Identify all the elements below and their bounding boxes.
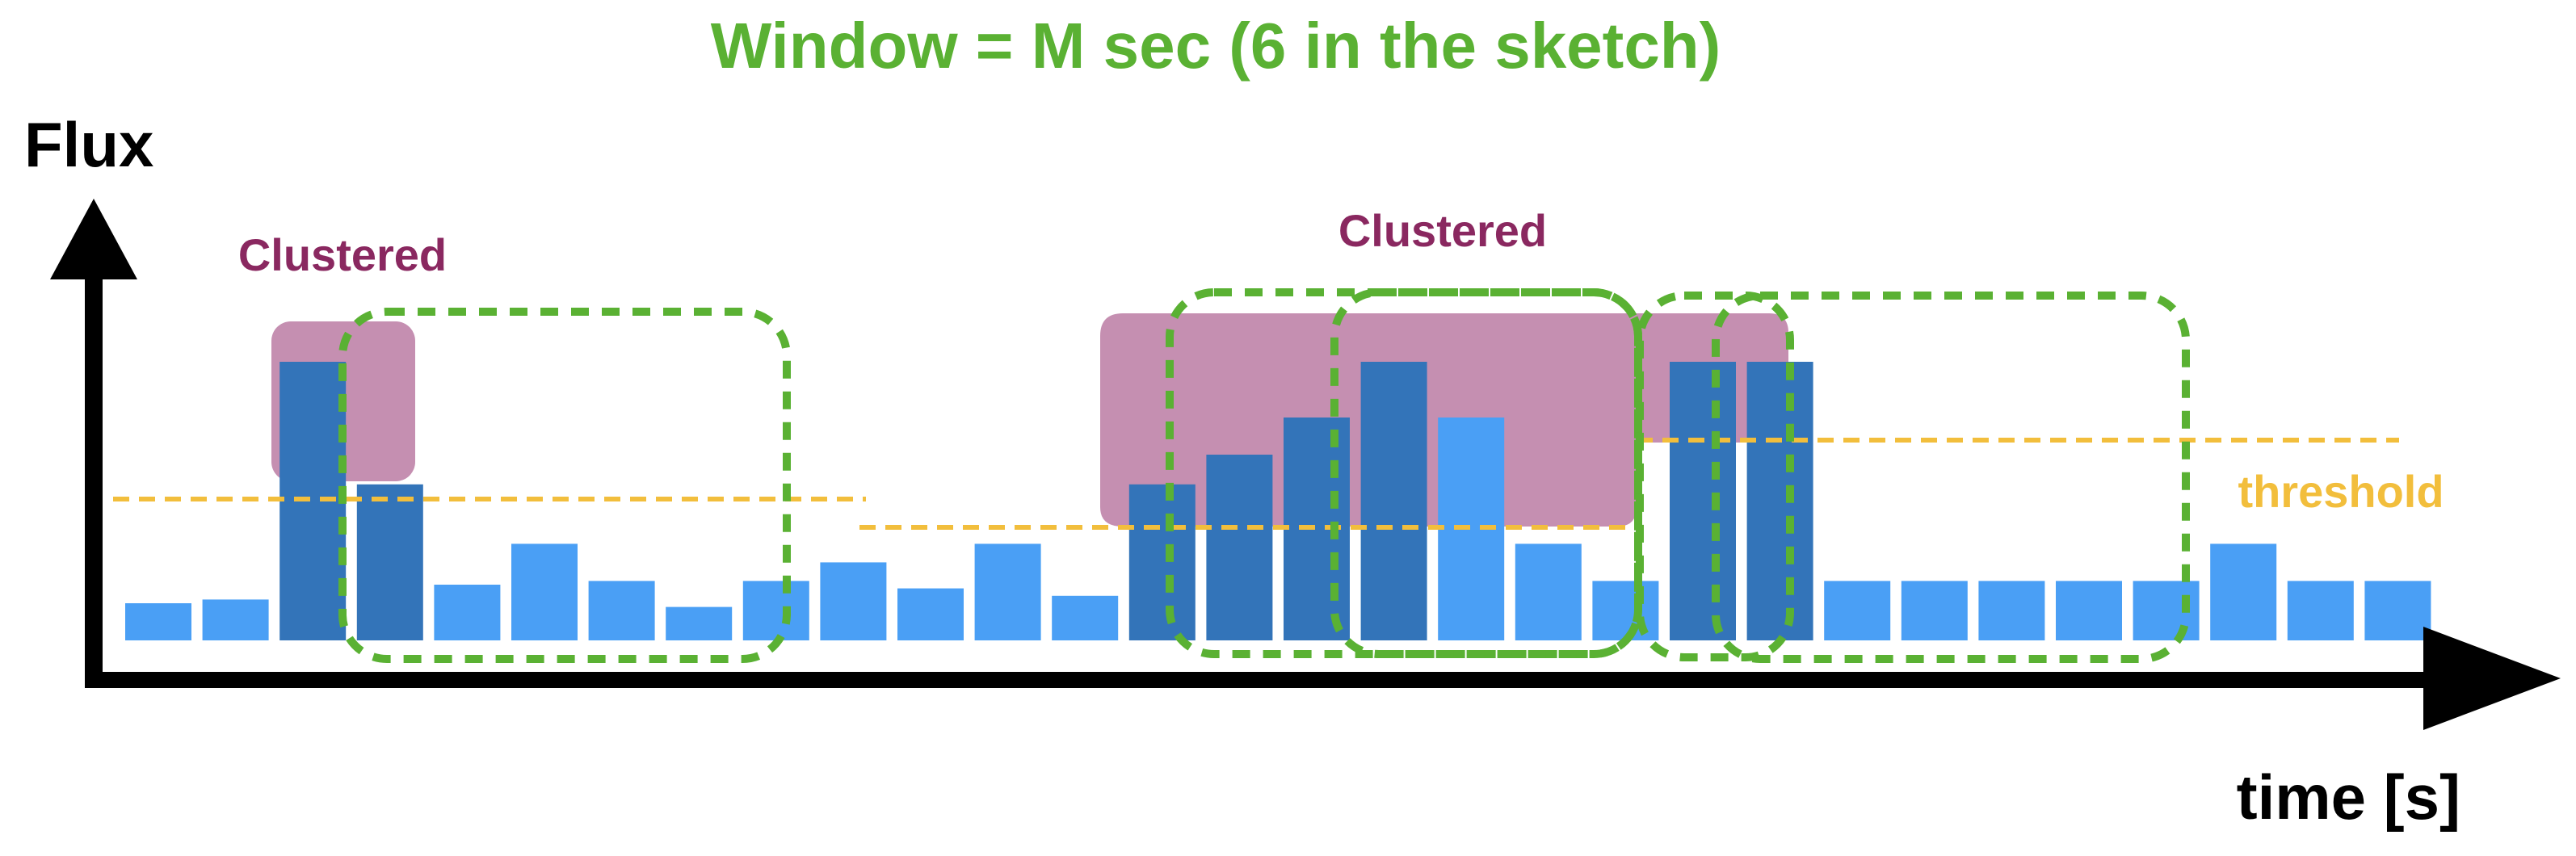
flux-bar	[666, 606, 733, 640]
y-axis-label: Flux	[24, 109, 153, 180]
flux-bar	[1824, 581, 1891, 640]
flux-bar	[1128, 484, 1196, 640]
flux-bar	[974, 543, 1041, 640]
flux-bar	[1515, 543, 1582, 640]
flux-bar	[1746, 362, 1813, 640]
sliding-windows	[338, 288, 2190, 663]
flux-bar	[2056, 581, 2122, 640]
flux-bar	[897, 588, 964, 640]
flux-bar	[1206, 455, 1273, 640]
flux-bar	[1670, 362, 1736, 640]
flux-bar	[742, 581, 809, 640]
flux-bar	[2364, 581, 2431, 640]
flux-bar	[356, 484, 423, 640]
threshold-label: threshold	[2238, 466, 2444, 517]
flux-bar	[434, 585, 501, 640]
flux-bar	[1052, 595, 1119, 640]
window-1	[338, 308, 791, 663]
labels: Window = M sec (6 in the sketch) Flux ti…	[24, 10, 2460, 833]
flux-bar	[1901, 581, 1968, 640]
x-axis-label: time [s]	[2237, 762, 2460, 833]
window-3	[1330, 288, 1642, 658]
flux-bar	[2210, 543, 2277, 640]
cluster-label-1: Clustered	[238, 229, 447, 280]
flux-bar	[1978, 581, 2045, 640]
flux-bar	[1592, 581, 1659, 640]
threshold-lines	[113, 438, 2399, 530]
flux-bar	[202, 599, 269, 640]
flux-bar	[820, 562, 887, 640]
flux-bar	[1360, 362, 1427, 640]
flux-bar	[2287, 581, 2354, 640]
window-5	[1712, 292, 2190, 663]
flux-bar	[511, 543, 578, 640]
window-4	[1636, 292, 1794, 661]
flux-bar	[125, 603, 191, 640]
x-axis-arrow-icon	[2423, 627, 2561, 730]
flux-bar	[588, 581, 655, 640]
diagram-title: Window = M sec (6 in the sketch)	[711, 10, 1721, 82]
cluster-label-2: Clustered	[1338, 205, 1547, 256]
flux-bars	[125, 362, 2431, 640]
axes	[50, 199, 2561, 730]
cluster-regions	[271, 313, 1788, 527]
y-axis-arrow-icon	[50, 199, 137, 279]
